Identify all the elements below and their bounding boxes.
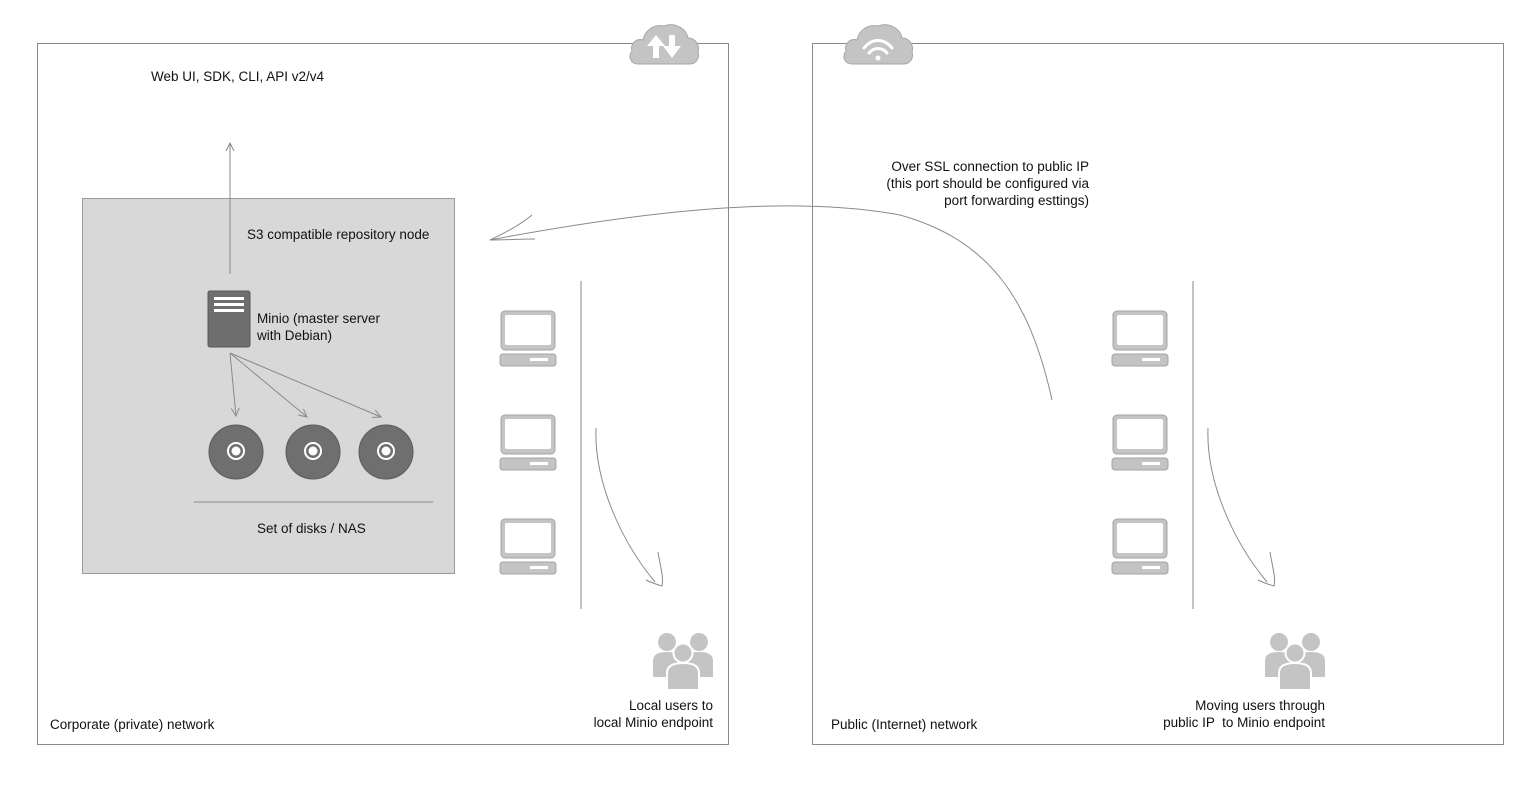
laptop-icon	[499, 414, 557, 471]
server-to-disk1-arrow	[229, 352, 236, 416]
laptop-icon	[499, 310, 557, 367]
disk-icon	[358, 424, 414, 480]
laptop-icon	[1111, 518, 1169, 575]
laptop-icon	[1111, 310, 1169, 367]
public-user-flow-arrowhead	[1257, 551, 1275, 587]
api-label: Web UI, SDK, CLI, API v2/v4	[151, 69, 325, 84]
local-users-label: Local users to local Minio endpoint	[593, 698, 713, 730]
server-icon	[207, 290, 251, 348]
ssl-connection-arrowhead	[489, 214, 536, 241]
user-group-icon	[1265, 633, 1325, 691]
cloud-upload-download-icon	[629, 24, 699, 65]
laptop-icon	[499, 518, 557, 575]
corporate-user-flow-arrowhead	[645, 551, 663, 587]
moving-users-label: Moving users through public IP to Minio …	[1163, 698, 1325, 730]
repository-node-box	[82, 198, 455, 574]
disks-label: Set of disks / NAS	[257, 521, 366, 536]
repository-node-label: S3 compatible repository node	[247, 227, 430, 242]
ssl-connection-curve	[489, 205, 1053, 401]
server-to-disk2-arrow	[229, 352, 307, 417]
cloud-wifi-icon	[843, 24, 913, 65]
user-group-icon	[653, 633, 713, 691]
public-network-region	[812, 43, 1504, 745]
corporate-network-label: Corporate (private) network	[50, 717, 215, 732]
disk-icon	[285, 424, 341, 480]
ssl-connection-label: Over SSL connection to public IP (this p…	[886, 159, 1089, 208]
laptop-icon	[1111, 414, 1169, 471]
corporate-user-flow-curve	[595, 427, 656, 583]
public-network-label: Public (Internet) network	[831, 717, 978, 732]
server-to-disk3-arrow	[229, 352, 381, 417]
disk-icon	[208, 424, 264, 480]
server-label: Minio (master server with Debian)	[257, 311, 381, 343]
public-user-flow-curve	[1207, 427, 1268, 583]
